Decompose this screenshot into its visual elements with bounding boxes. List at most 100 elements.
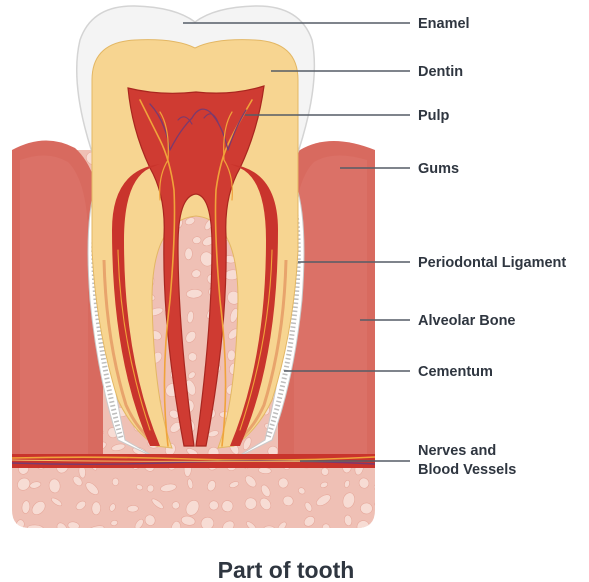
- bone-spot: [48, 478, 61, 494]
- root-canal-left: [112, 164, 160, 446]
- bone-spot: [187, 352, 198, 362]
- bone-spot: [134, 518, 144, 528]
- label-cementum: Cementum: [418, 364, 493, 380]
- bone-spot: [303, 516, 315, 527]
- diagram-caption: Part of tooth: [218, 557, 355, 582]
- bone-spot: [298, 487, 306, 495]
- bone-spot: [72, 475, 83, 487]
- bone-spot: [222, 520, 235, 528]
- label-gums: Gums: [418, 161, 459, 177]
- label-nerves-line1: Nerves and: [418, 443, 496, 459]
- gum-inner-shade-right: [294, 155, 367, 461]
- label-pulp: Pulp: [418, 108, 450, 124]
- bone-spot: [376, 461, 394, 479]
- bone-spot: [27, 524, 44, 528]
- bone-spot: [207, 480, 216, 492]
- label-dentin: Dentin: [418, 64, 463, 80]
- bone-spot: [244, 497, 257, 510]
- bone-spot: [187, 371, 196, 379]
- bone-spot: [242, 437, 252, 451]
- bone-spot: [259, 497, 272, 510]
- bone-spot: [360, 502, 373, 515]
- bone-spot: [187, 478, 194, 490]
- bone-spot: [126, 505, 139, 513]
- cementum-right: [231, 259, 288, 447]
- bone-spot: [51, 497, 63, 507]
- bone-spot: [186, 310, 194, 324]
- bone-spot: [56, 522, 68, 528]
- label-periodontal-ligament: Periodontal Ligament: [418, 255, 566, 271]
- bone-spot: [381, 423, 390, 436]
- label-enamel: Enamel: [418, 16, 470, 32]
- bone-spot: [374, 385, 386, 397]
- bone-spot: [184, 247, 193, 261]
- bone-spot: [170, 520, 182, 528]
- bone-spot: [356, 520, 370, 528]
- bone-spot: [260, 484, 271, 497]
- bone-spot: [221, 500, 234, 513]
- bone-spot: [17, 477, 31, 491]
- bone-spot: [320, 467, 330, 476]
- leader-lines: [183, 22, 410, 462]
- bone-spot: [91, 501, 101, 516]
- bone-spot: [29, 481, 42, 489]
- bone-spot: [146, 484, 155, 493]
- bone-spot: [67, 521, 80, 528]
- label-nerves-line2: Blood Vessels: [418, 462, 516, 478]
- bone-spot: [263, 525, 275, 528]
- bone-spot: [246, 521, 257, 528]
- bone-spot: [109, 503, 116, 512]
- bone-spot: [144, 514, 156, 526]
- bone-spot: [382, 292, 390, 299]
- bone-spot: [304, 501, 313, 512]
- bone-spot: [344, 479, 350, 488]
- label-alveolar-bone: Alveolar Bone: [418, 313, 516, 329]
- bone-spot: [282, 495, 294, 507]
- bone-spot: [277, 521, 287, 528]
- bone-spot: [85, 482, 99, 495]
- bone-spot: [185, 500, 200, 516]
- bone-spot: [321, 523, 331, 528]
- bone-spot: [171, 501, 180, 510]
- bone-spot: [316, 494, 331, 506]
- bone-spot: [374, 501, 375, 509]
- bone-spot: [180, 515, 196, 526]
- bone-spot: [278, 477, 289, 489]
- bone-spot: [378, 194, 394, 206]
- gum-inner-shade: [20, 155, 88, 461]
- bone-spot: [200, 516, 215, 528]
- bone-spot: [151, 498, 164, 510]
- bone-spot: [378, 407, 387, 420]
- bone-spot: [111, 477, 120, 486]
- bone-spot: [380, 349, 389, 358]
- bone-spot: [185, 217, 196, 226]
- bone-spot: [375, 272, 387, 284]
- bone-spot: [160, 483, 177, 492]
- bone-spot: [111, 443, 126, 451]
- bone-spot: [320, 481, 329, 488]
- bone-spot: [110, 520, 118, 526]
- bone-spot: [192, 236, 202, 245]
- bone-spot: [381, 177, 393, 190]
- bone-spot: [31, 501, 46, 515]
- bone-spot: [358, 477, 370, 489]
- bone-spot: [208, 500, 219, 511]
- bone-spot: [227, 349, 236, 362]
- bone-spot: [21, 500, 31, 514]
- bone-spot: [185, 331, 197, 343]
- bone-spot: [376, 447, 388, 458]
- bone-spot: [88, 525, 105, 528]
- pulp-nerves: [117, 99, 273, 447]
- root-canal-right: [230, 164, 278, 446]
- bone-spot: [245, 475, 257, 488]
- bone-spot: [136, 484, 143, 491]
- gums: [12, 140, 103, 468]
- bone-spot: [191, 269, 201, 278]
- bone-spot: [186, 288, 203, 299]
- bone-spot: [229, 481, 240, 488]
- bone-spot: [75, 500, 87, 511]
- bone-spot: [344, 514, 353, 527]
- bone-spot: [342, 492, 355, 509]
- bone-spot: [373, 484, 375, 493]
